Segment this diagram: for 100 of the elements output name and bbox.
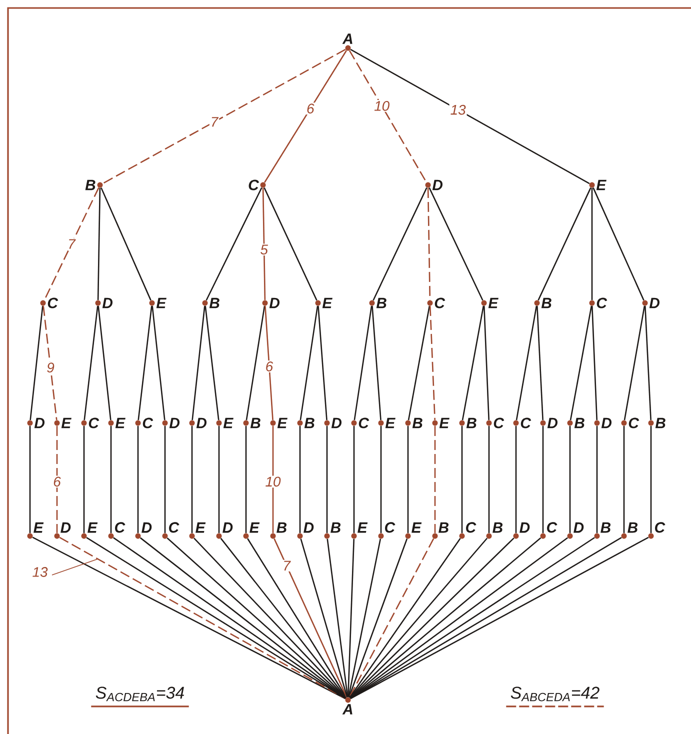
node-label: C <box>169 522 180 533</box>
edge-label: 13 <box>449 104 467 116</box>
tree-edge <box>536 306 544 420</box>
node-label: E <box>277 418 288 428</box>
node-label: C <box>655 522 666 533</box>
tree-edge <box>318 306 328 420</box>
tree-edge <box>570 306 592 420</box>
tree-edge <box>110 426 112 534</box>
node-label: B <box>250 418 260 428</box>
node-label: C <box>547 522 558 533</box>
node-label: B <box>655 418 666 428</box>
node-label: C <box>48 298 58 308</box>
tree-edge <box>264 306 274 420</box>
tree-edge <box>220 538 347 698</box>
tree-edge <box>218 426 220 534</box>
edge-label: 7 <box>209 116 220 128</box>
node-label: B <box>574 418 584 428</box>
node-label: D <box>34 418 45 428</box>
tree-edge <box>192 306 206 420</box>
tree-edge <box>461 426 463 534</box>
node-label: C <box>248 180 260 190</box>
tree-edge <box>488 426 490 534</box>
tree-edge <box>138 306 152 420</box>
node-label: C <box>434 298 446 308</box>
edge-label: 13 <box>32 567 48 577</box>
tree-edge <box>353 426 355 534</box>
edge-label: 7 <box>66 238 76 250</box>
tree-edge <box>350 48 590 184</box>
node-label: D <box>196 418 207 428</box>
edge-label: 6 <box>264 360 274 372</box>
tree-edge <box>164 426 166 534</box>
node-label: E <box>488 298 498 308</box>
node-label: B <box>330 522 341 533</box>
node-label: C <box>494 418 504 428</box>
tree-edge <box>624 306 646 420</box>
node-label: D <box>432 180 443 190</box>
node-label: E <box>61 418 72 428</box>
tree-edge <box>372 306 382 420</box>
tree-edge <box>98 306 112 420</box>
edge-label: 10 <box>373 100 391 112</box>
tree-edge <box>592 187 644 301</box>
tree-edge <box>428 187 484 301</box>
node-label: C <box>358 418 370 428</box>
tree-edge <box>264 50 347 183</box>
tree-edge <box>247 538 347 698</box>
tree-edge <box>152 306 166 420</box>
node-label: B <box>85 180 96 190</box>
tree-edge <box>596 426 598 534</box>
tree-edge <box>102 48 346 184</box>
tree-edge <box>623 426 625 534</box>
tree-edge <box>349 538 461 698</box>
node-label: A <box>342 34 352 44</box>
node-label: E <box>358 522 368 533</box>
tree-edge <box>97 188 101 300</box>
node-label: C <box>142 418 154 428</box>
tree-edge <box>349 538 488 698</box>
node-label: C <box>115 522 126 533</box>
tree-edge <box>542 426 544 534</box>
tree-edge <box>264 187 318 301</box>
node-label: D <box>331 418 342 428</box>
node-label: D <box>574 522 584 533</box>
node-label: B <box>466 418 476 428</box>
node-label: D <box>520 522 530 533</box>
edge-label: 7 <box>282 560 292 572</box>
tree-edge <box>407 426 409 534</box>
node-label: B <box>492 522 503 533</box>
tree-edge <box>591 306 598 420</box>
node-label: C <box>596 298 608 308</box>
node-label: D <box>304 522 314 533</box>
node-label: E <box>439 418 450 428</box>
node-label: B <box>412 418 422 428</box>
node-label: C <box>628 418 640 428</box>
tree-edge <box>300 306 318 420</box>
tree-edge <box>326 538 348 698</box>
tree-edge <box>515 426 517 534</box>
node-label: B <box>600 522 611 533</box>
node-label: E <box>34 522 44 533</box>
node-label: C <box>385 522 396 533</box>
node-label: B <box>376 298 386 308</box>
tree-edge <box>56 426 58 534</box>
tree-edge <box>100 187 152 301</box>
edge-label: 6 <box>52 476 62 488</box>
tree-edge <box>380 426 382 534</box>
tree-edge <box>429 306 436 420</box>
tree-edge <box>83 426 85 534</box>
node-label: D <box>60 522 71 533</box>
tree-edge <box>348 538 408 698</box>
edge-label: 6 <box>306 102 316 115</box>
tree-edge <box>245 426 247 534</box>
tree-edge <box>591 188 593 300</box>
tree-edge <box>569 426 571 534</box>
tree-edge <box>326 426 328 534</box>
node-label: B <box>276 522 287 533</box>
tree-edge <box>137 426 139 534</box>
tree-edge <box>191 426 193 534</box>
tree-edge <box>84 306 98 420</box>
node-label: D <box>649 298 660 308</box>
node-label: B <box>438 522 449 533</box>
tree-edge <box>30 306 44 420</box>
tree-edge <box>274 538 348 698</box>
